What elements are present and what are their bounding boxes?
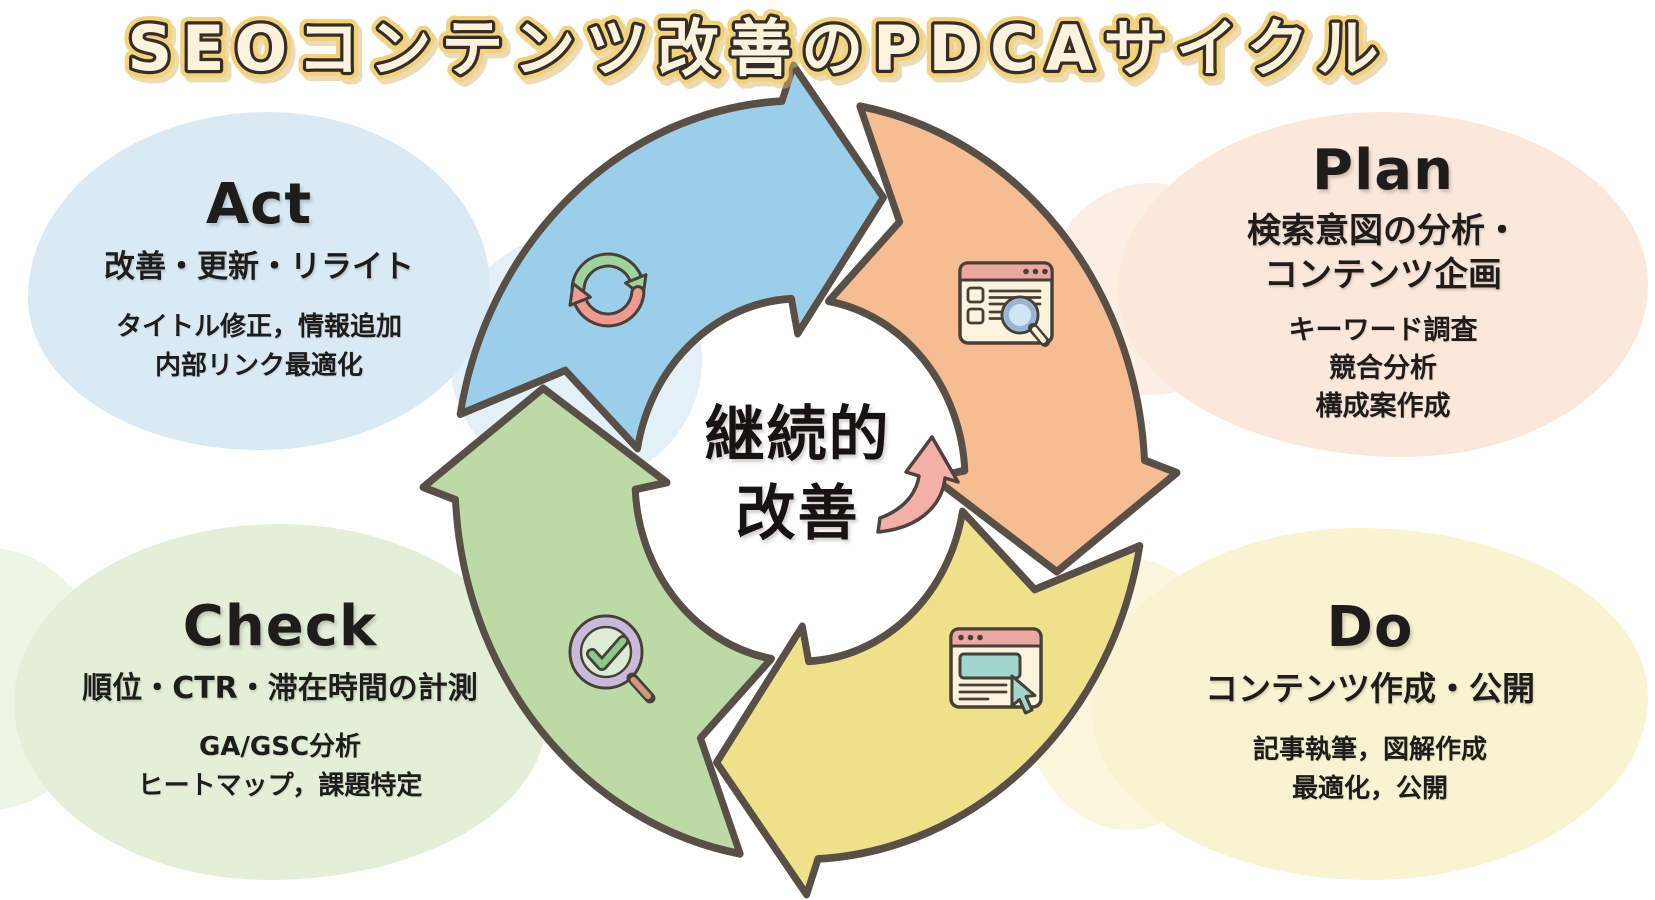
detail-line: タイトル修正，情報追加 [115, 311, 402, 342]
browser-dots [958, 634, 983, 641]
quadrant-plan: Plan 検索意図の分析・ コンテンツ企画 キーワード調査 競合分析 構成案作成 [1118, 112, 1648, 457]
magnifier-check-icon [568, 614, 656, 704]
curved-up-arrow-icon [876, 435, 960, 534]
cycle-arrow-act-blue [460, 65, 883, 448]
center-label-line-2: 改善 [735, 479, 860, 550]
quadrant-act: Act 改善・更新・リライト タイトル修正，情報追加 内部リンク最適化 [28, 112, 490, 450]
page-title: SEOコンテンツ改善のPDCAサイクル [127, 12, 1388, 85]
browser-search-icon [958, 261, 1054, 347]
detail-line: 構成案作成 [1315, 391, 1451, 423]
browser-titlebar [958, 261, 1054, 282]
detail-line: ヒートマップ，課題特定 [137, 770, 423, 801]
list-thumb [966, 286, 985, 304]
magnifier [1000, 295, 1050, 347]
browser-titlebar [949, 627, 1043, 648]
cycle-center-label: 継続的 改善 [620, 396, 975, 554]
text-lines [958, 683, 1008, 701]
browser-dots [1023, 268, 1048, 275]
quadrant-do-details: 記事執筆，図解作成 最適化，公開 [1253, 731, 1487, 809]
quadrant-plan-label: Plan [1312, 138, 1454, 204]
quadrant-check: Check 順位・CTR・滞在時間の計測 GA/GSC分析 ヒートマップ，課題特… [14, 524, 546, 880]
detail-line: 最適化，公開 [1291, 773, 1448, 804]
quadrant-do-subtitle: コンテンツ作成・公開 [1205, 668, 1535, 708]
browser-cursor-icon [949, 627, 1043, 715]
cursor-arrow [1010, 674, 1037, 715]
hero-block [958, 652, 1022, 680]
diagram-title: SEOコンテンツ改善のPDCAサイクル SEOコンテンツ改善のPDCAサイクル … [120, 5, 1392, 98]
refresh-cycle-icon [568, 252, 648, 328]
quadrant-check-label: Check [182, 594, 378, 660]
cycle-arrow-do-yellow [717, 511, 1140, 894]
title-gold-outline-text: SEOコンテンツ改善のPDCAサイクル [127, 12, 1388, 85]
quadrant-act-label: Act [205, 172, 313, 238]
title-shadow-text: SEOコンテンツ改善のPDCAサイクル [131, 17, 1392, 90]
quadrant-plan-details: キーワード調査 競合分析 構成案作成 [1289, 312, 1478, 427]
detail-line: GA/GSC分析 [198, 731, 362, 762]
title-dark-outline-text: SEOコンテンツ改善のPDCAサイクル [127, 12, 1388, 85]
detail-line: 内部リンク最適化 [154, 350, 363, 381]
subtitle-line: コンテンツ企画 [1264, 255, 1502, 296]
detail-line: 記事執筆，図解作成 [1252, 734, 1487, 765]
quadrant-act-subtitle: 改善・更新・リライト [104, 249, 414, 286]
checkmark [588, 637, 627, 669]
refresh-red-arrowhead [568, 282, 592, 307]
quadrant-plan-subtitle: 検索意図の分析・ コンテンツ企画 [1247, 209, 1519, 297]
quadrant-do: Do コンテンツ作成・公開 記事執筆，図解作成 最適化，公開 [1092, 528, 1648, 880]
quadrant-act-details: タイトル修正，情報追加 内部リンク最適化 [116, 308, 402, 386]
center-label-line-1: 継続的 [704, 400, 891, 470]
list-thumb [966, 307, 985, 325]
subtitle-line: 検索意図の分析・ [1247, 211, 1519, 252]
detail-line: 競合分析 [1329, 352, 1437, 384]
quadrant-do-label: Do [1326, 595, 1414, 661]
quadrant-check-details: GA/GSC分析 ヒートマップ，課題特定 [138, 728, 423, 806]
detail-line: キーワード調査 [1288, 314, 1478, 346]
quadrant-check-subtitle: 順位・CTR・滞在時間の計測 [82, 670, 478, 706]
